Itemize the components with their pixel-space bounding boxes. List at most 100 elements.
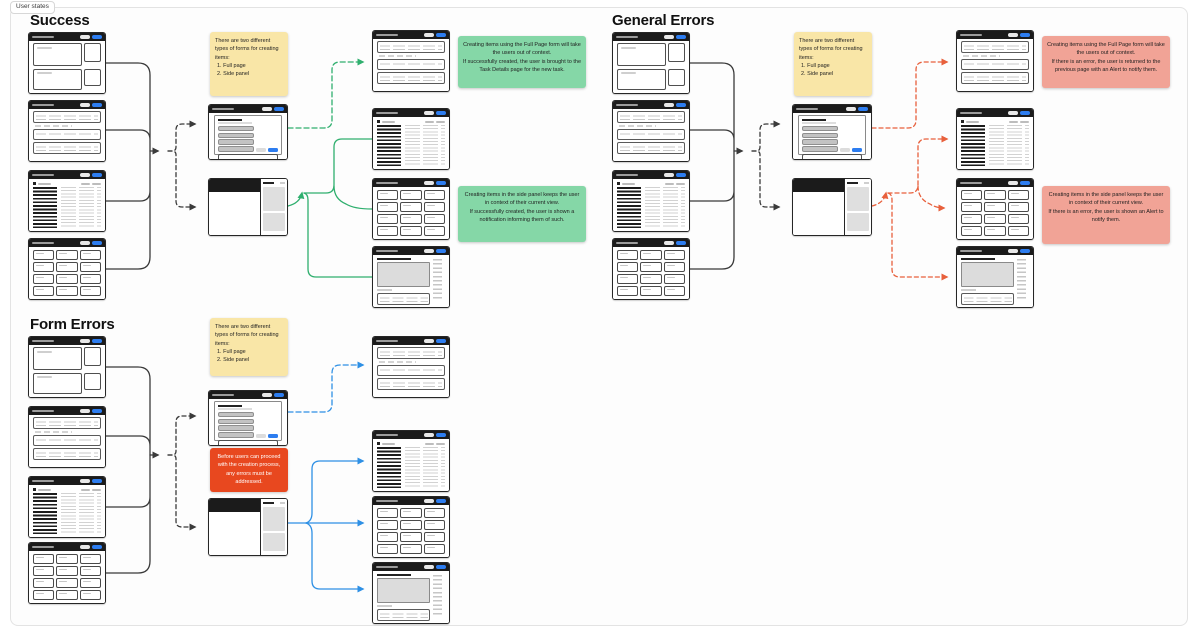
board-card bbox=[56, 262, 78, 272]
board-card bbox=[640, 262, 662, 272]
success-full-page-form-wireframe[interactable] bbox=[208, 104, 288, 160]
success-list-page-wireframe[interactable] bbox=[372, 30, 450, 92]
general-errors-table-page-wireframe[interactable] bbox=[956, 108, 1034, 170]
details-layout bbox=[29, 345, 105, 397]
primary-button-pill bbox=[92, 35, 102, 39]
form-errors-task-details-page-wireframe[interactable] bbox=[372, 562, 450, 624]
form-errors-list-page-wireframe[interactable] bbox=[372, 336, 450, 398]
window-header bbox=[373, 247, 449, 255]
window-header bbox=[793, 105, 871, 113]
success-side-panel-form-wireframe[interactable] bbox=[208, 178, 288, 236]
form-errors-board-page-wireframe[interactable] bbox=[372, 496, 450, 558]
sticky-note-success-side-panel[interactable]: Creating items in the side panel keeps t… bbox=[458, 186, 586, 242]
board-layout bbox=[613, 247, 689, 299]
secondary-button-pill bbox=[1008, 33, 1018, 37]
success-table-page-wireframe[interactable] bbox=[28, 170, 106, 232]
general-errors-list-page-wireframe[interactable] bbox=[612, 100, 690, 162]
sticky-note-error-full-page[interactable]: Creating items using the Full Page form … bbox=[1042, 36, 1170, 88]
general-errors-task-details-page-wireframe[interactable] bbox=[956, 246, 1034, 308]
window-title-bar bbox=[960, 181, 982, 185]
sticky-note-form-types-form-errors[interactable]: There are two different types of forms f… bbox=[210, 318, 288, 376]
board-card bbox=[79, 274, 101, 284]
note-text: There are two different types of forms f… bbox=[215, 38, 279, 61]
window-header bbox=[29, 171, 105, 179]
success-table-page-wireframe[interactable] bbox=[372, 108, 450, 170]
board-card bbox=[400, 520, 422, 530]
general-errors-list-page-wireframe[interactable] bbox=[956, 30, 1034, 92]
window-title-bar bbox=[32, 241, 54, 245]
success-board-page-wireframe[interactable] bbox=[372, 178, 450, 240]
form-errors-details-page-wireframe[interactable] bbox=[28, 336, 106, 398]
list-layout bbox=[373, 345, 449, 397]
board-card bbox=[617, 286, 639, 296]
form-layout bbox=[793, 113, 871, 159]
board-card bbox=[33, 590, 55, 600]
window-header bbox=[209, 391, 287, 399]
task-details-layout bbox=[957, 255, 1033, 307]
general-errors-table-page-wireframe[interactable] bbox=[612, 170, 690, 232]
sticky-note-error-side-panel[interactable]: Creating items in the side panel keeps t… bbox=[1042, 186, 1170, 244]
window-title-bar bbox=[616, 241, 638, 245]
note-item: 1. Full page bbox=[801, 62, 830, 69]
board-card bbox=[663, 274, 685, 284]
note-item: 1. Full page bbox=[217, 62, 246, 69]
board-layout bbox=[29, 247, 105, 299]
sticky-note-form-types-general[interactable]: There are two different types of forms f… bbox=[794, 32, 872, 96]
board-card bbox=[400, 214, 422, 224]
board-card bbox=[33, 250, 55, 260]
secondary-button-pill bbox=[424, 499, 434, 503]
form-errors-side-panel-form-wireframe[interactable] bbox=[208, 498, 288, 556]
window-header bbox=[29, 33, 105, 41]
secondary-button-pill bbox=[424, 565, 434, 569]
section-title-form-errors: Form Errors bbox=[30, 316, 115, 333]
success-task-details-page-wireframe[interactable] bbox=[372, 246, 450, 308]
primary-button-pill bbox=[274, 107, 284, 111]
success-board-page-wireframe[interactable] bbox=[28, 238, 106, 300]
primary-button-pill bbox=[676, 103, 686, 107]
window-header bbox=[957, 31, 1033, 39]
list-layout bbox=[29, 109, 105, 161]
sticky-note-success-full-page[interactable]: Creating items using the Full Page form … bbox=[458, 36, 586, 88]
general-errors-result-connectors bbox=[871, 58, 949, 281]
window-title-bar bbox=[796, 107, 818, 111]
primary-button-pill bbox=[436, 565, 446, 569]
list-layout bbox=[373, 39, 449, 91]
cancel-button-pill bbox=[256, 147, 266, 152]
note-text: There are two different types of forms f… bbox=[799, 38, 863, 61]
sticky-note-form-types[interactable]: There are two different types of forms f… bbox=[210, 32, 288, 96]
general-errors-side-panel-form-wireframe[interactable] bbox=[792, 178, 872, 236]
sticky-note-form-errors-blocker[interactable]: Before users can proceed with the creati… bbox=[210, 448, 288, 492]
window-title-bar bbox=[376, 499, 398, 503]
board-card bbox=[1007, 202, 1029, 212]
board-card bbox=[79, 262, 101, 272]
form-errors-table-page-wireframe[interactable] bbox=[28, 476, 106, 538]
window-title-bar bbox=[32, 339, 54, 343]
general-errors-details-page-wireframe[interactable] bbox=[612, 32, 690, 94]
board-layout bbox=[373, 187, 449, 239]
board-card bbox=[400, 190, 422, 200]
board-card bbox=[640, 274, 662, 284]
form-errors-table-page-wireframe[interactable] bbox=[372, 430, 450, 492]
secondary-button-pill bbox=[80, 35, 90, 39]
primary-button-pill bbox=[436, 433, 446, 437]
form-errors-list-page-wireframe[interactable] bbox=[28, 406, 106, 468]
general-errors-board-page-wireframe[interactable] bbox=[956, 178, 1034, 240]
secondary-button-pill bbox=[1008, 181, 1018, 185]
board-card bbox=[79, 566, 101, 576]
general-errors-full-page-form-wireframe[interactable] bbox=[792, 104, 872, 160]
board-card bbox=[33, 274, 55, 284]
secondary-button-pill bbox=[664, 173, 674, 177]
window-header bbox=[373, 431, 449, 439]
form-errors-board-page-wireframe[interactable] bbox=[28, 542, 106, 604]
primary-button-pill bbox=[92, 339, 102, 343]
form-errors-full-page-form-wireframe[interactable] bbox=[208, 390, 288, 446]
general-errors-board-page-wireframe[interactable] bbox=[612, 238, 690, 300]
primary-button-pill bbox=[92, 479, 102, 483]
note-text: Creating items using the Full Page form … bbox=[463, 42, 582, 73]
success-details-page-wireframe[interactable] bbox=[28, 32, 106, 94]
window-title-bar bbox=[616, 35, 638, 39]
primary-button-pill bbox=[92, 545, 102, 549]
success-list-page-wireframe[interactable] bbox=[28, 100, 106, 162]
secondary-button-pill bbox=[80, 339, 90, 343]
board-card bbox=[377, 508, 399, 518]
